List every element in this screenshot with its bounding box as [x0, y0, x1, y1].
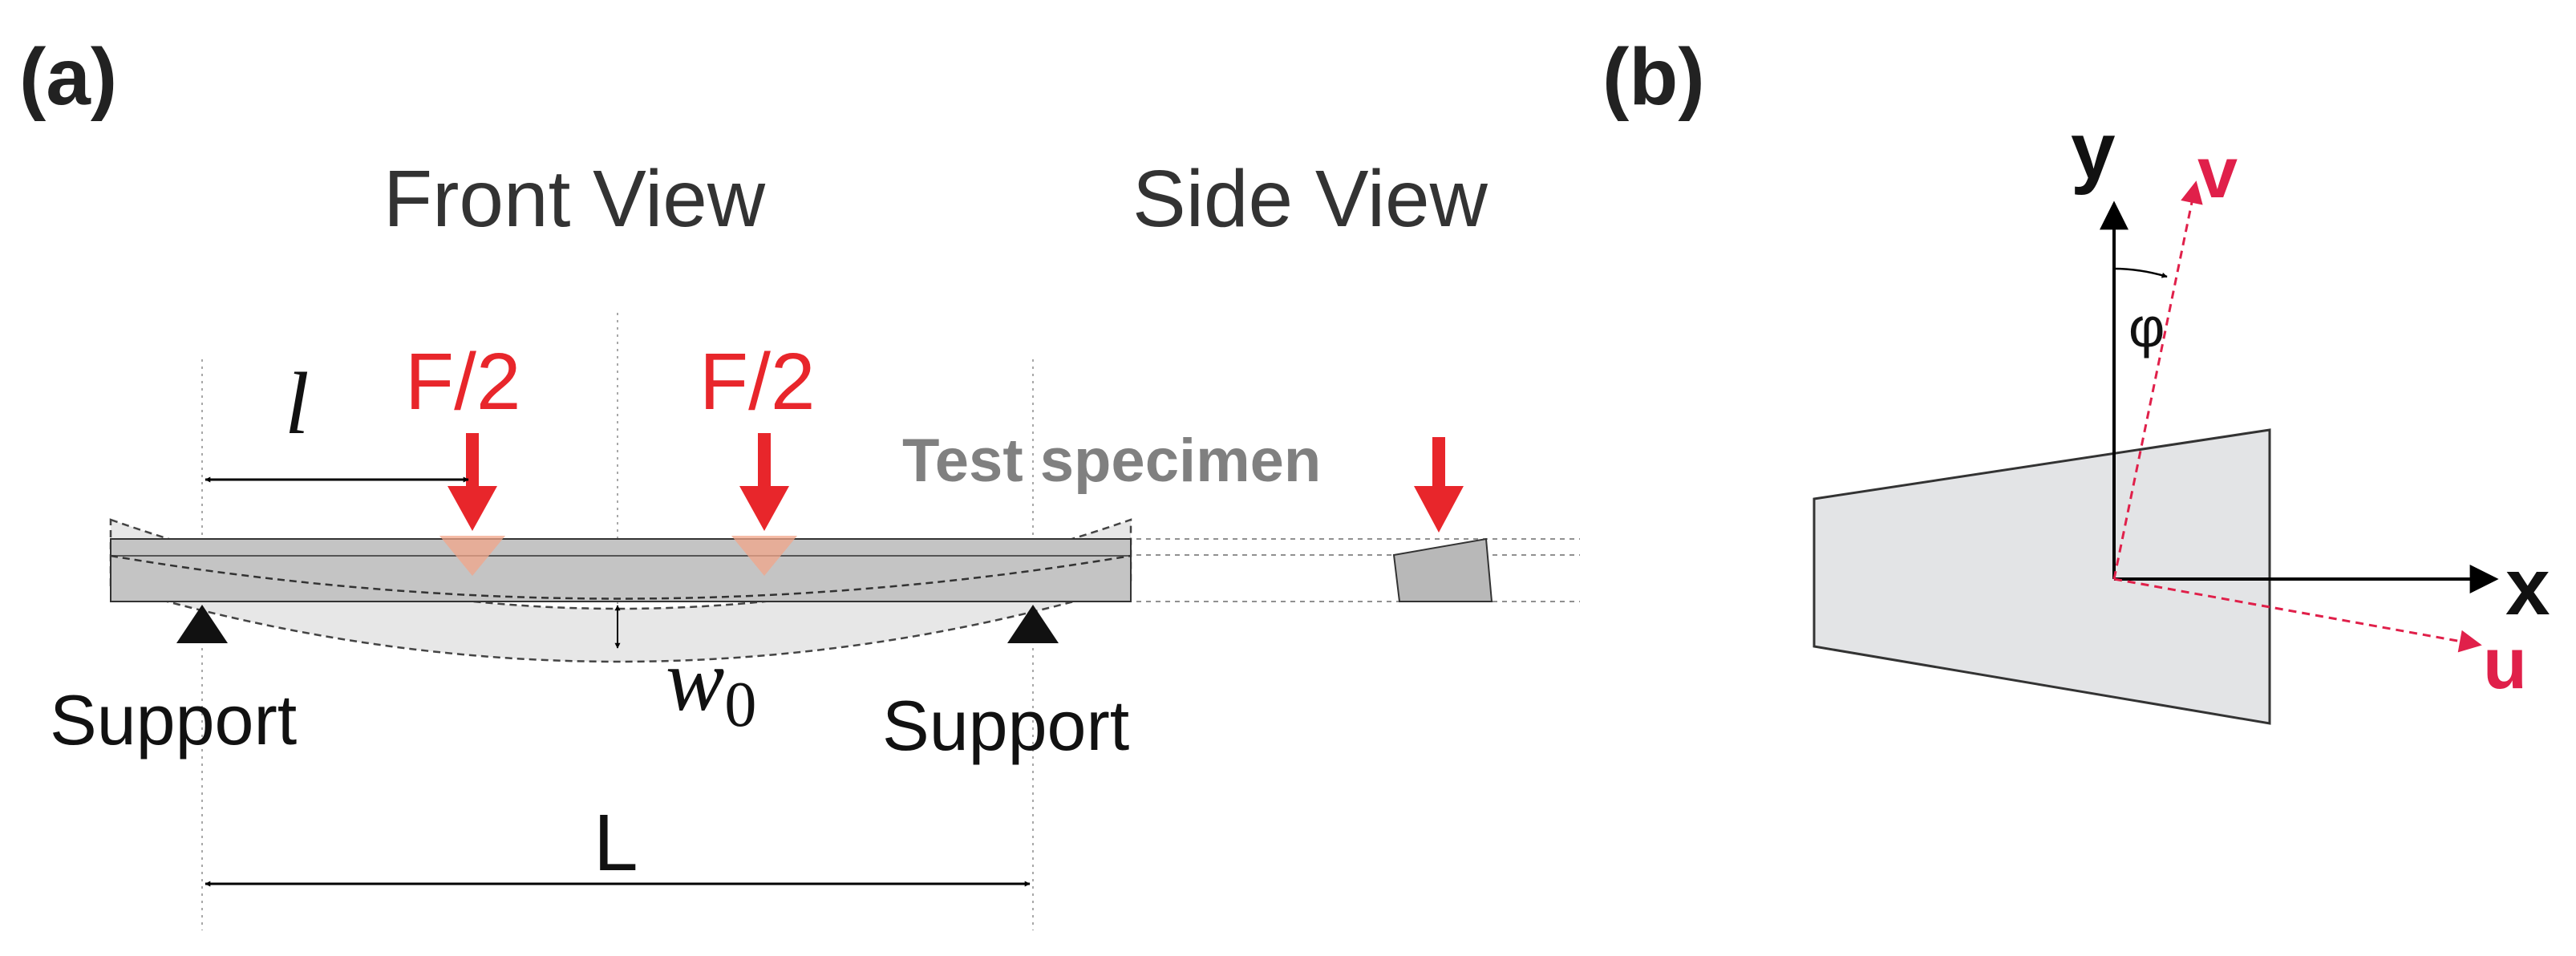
panel-b: (b) x y v u φ: [1602, 32, 2550, 725]
w0-symbol: w: [666, 631, 724, 729]
deflected-beam: [109, 518, 1132, 663]
angle-label: φ: [2128, 296, 2165, 358]
panel-a: (a) Front View Side View Support Suppor: [19, 32, 1580, 930]
support-right-label: Support: [882, 686, 1129, 765]
support-left-triangle: [176, 605, 228, 643]
test-specimen-label: Test specimen: [902, 427, 1321, 495]
support-right-triangle: [1007, 605, 1059, 643]
axis-u-label: u: [2483, 624, 2527, 704]
cross-section-shape: [1813, 428, 2271, 725]
load-contact-left: [439, 536, 505, 576]
side-force-arrow: [1414, 437, 1464, 533]
front-view-title: Front View: [383, 154, 766, 244]
side-view-title: Side View: [1132, 154, 1488, 244]
axis-y-label: y: [2071, 106, 2116, 196]
force-arrow-right: [739, 433, 789, 531]
panel-a-label: (a): [19, 32, 117, 122]
axis-x-label: x: [2505, 542, 2550, 632]
angle-arc: [2113, 267, 2168, 278]
load-contact-right: [731, 536, 797, 576]
side-guide-lines: [1127, 538, 1580, 602]
support-left-label: Support: [50, 680, 297, 760]
side-view-specimen: [1392, 537, 1493, 602]
beam: [110, 538, 1132, 602]
dimension-L-label: L: [593, 798, 638, 888]
force-label-right: F/2: [699, 337, 815, 427]
axis-v-label: v: [2197, 133, 2238, 213]
w0-subscript: 0: [724, 670, 756, 740]
deflection-w0-label: w0: [666, 631, 756, 740]
panel-b-label: (b): [1602, 32, 1705, 122]
dimension-l-label: l: [285, 354, 310, 452]
bent-midline: [110, 554, 1132, 600]
force-label-left: F/2: [405, 337, 520, 427]
u-axis: [2113, 577, 2482, 653]
force-arrow-left: [448, 433, 497, 531]
